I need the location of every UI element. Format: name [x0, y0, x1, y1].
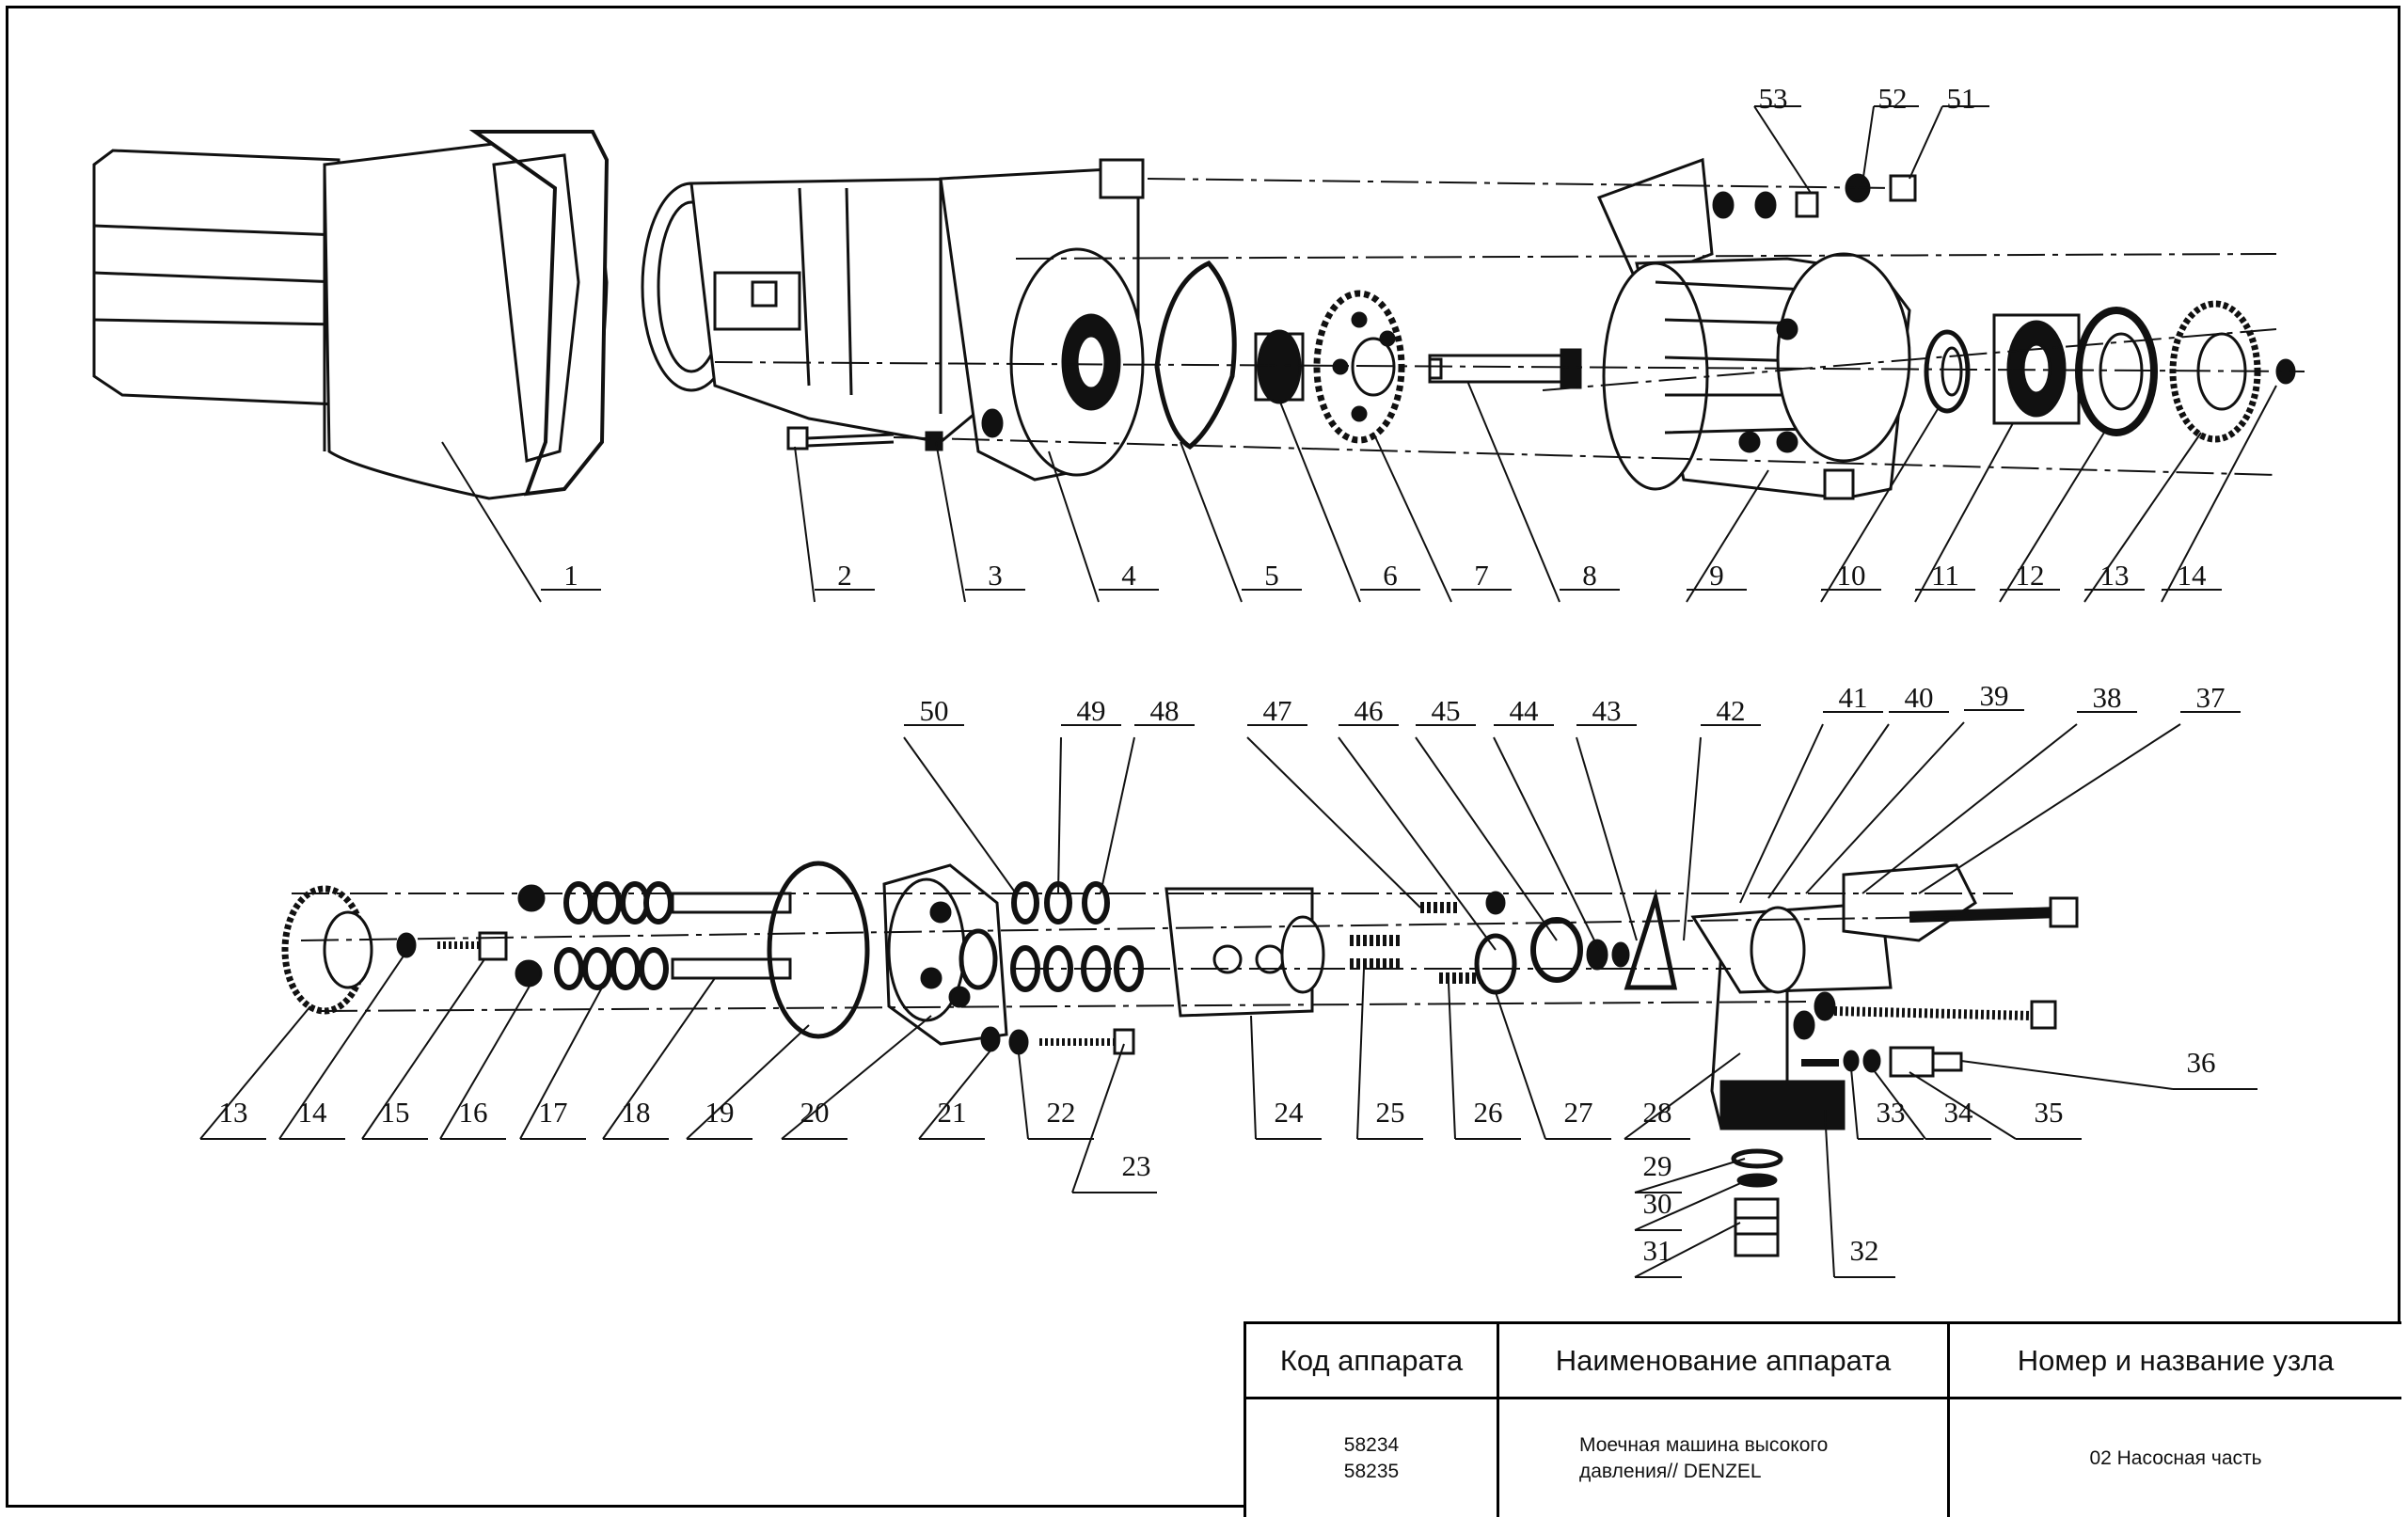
header-name: Наименование аппарата — [1497, 1324, 1950, 1399]
callout-4: 4 — [1121, 559, 1136, 592]
callout-5: 5 — [1264, 559, 1279, 592]
callout-41: 41 — [1839, 681, 1868, 714]
callout-11: 11 — [1931, 559, 1959, 592]
callout-8: 8 — [1582, 559, 1597, 592]
part-20-cylinder-head — [882, 863, 1008, 1046]
callout-45: 45 — [1432, 694, 1461, 727]
part-29-31-outlet — [1731, 1148, 1783, 1257]
callout-47: 47 — [1263, 694, 1292, 727]
title-block: Код аппарата Наименование аппарата Номер… — [1244, 1321, 2401, 1517]
callout-25: 25 — [1376, 1096, 1405, 1129]
unit-value: 02 Насосная часть — [2089, 1446, 2262, 1469]
part-33-36-fitting — [1801, 1046, 1963, 1078]
callout-10: 10 — [1837, 559, 1866, 592]
callout-40: 40 — [1905, 681, 1934, 714]
parts-drawing — [92, 130, 2305, 1257]
part-19-oring — [767, 861, 870, 1039]
callout-31: 31 — [1643, 1234, 1672, 1267]
callout-1: 1 — [563, 559, 578, 592]
callout-13: 13 — [219, 1096, 248, 1129]
callout-33: 33 — [1877, 1096, 1906, 1129]
part-12-seal — [2075, 307, 2158, 436]
callout-22: 22 — [1047, 1096, 1076, 1129]
part-14-nut-row2 — [396, 932, 417, 958]
part-5-oring — [1154, 260, 1237, 450]
callout-38: 38 — [2093, 681, 2122, 714]
part-10-seal — [1924, 329, 1971, 414]
part-3-bolt — [925, 408, 1004, 451]
callout-46: 46 — [1354, 694, 1384, 727]
callout-19: 19 — [705, 1096, 735, 1129]
callout-14: 14 — [2178, 559, 2208, 592]
callout-26: 26 — [1474, 1096, 1503, 1129]
callout-43: 43 — [1592, 694, 1622, 727]
callout-29: 29 — [1643, 1149, 1672, 1182]
device-name-line-1: Моечная машина высокого — [1579, 1433, 1829, 1456]
callout-44: 44 — [1510, 694, 1540, 727]
part-13-cam-row2 — [281, 885, 373, 1015]
part-8-shaft — [1428, 348, 1582, 389]
device-code: 58234 58235 — [1246, 1398, 1499, 1517]
callout-6: 6 — [1383, 559, 1398, 592]
callout-30: 30 — [1643, 1187, 1672, 1220]
leader-lines — [199, 105, 2277, 1278]
callout-21: 21 — [938, 1096, 967, 1129]
callout-18: 18 — [622, 1096, 651, 1129]
callout-51: 51 — [1947, 82, 1976, 115]
part-28-valve-body — [1690, 863, 2079, 1130]
callout-35: 35 — [2035, 1096, 2064, 1129]
callout-16: 16 — [459, 1096, 488, 1129]
callout-48: 48 — [1150, 694, 1180, 727]
device-name: Моечная машина высокого давления// DENZE… — [1497, 1398, 1950, 1517]
callout-23: 23 — [1122, 1149, 1151, 1182]
callout-42: 42 — [1717, 694, 1746, 727]
callout-17: 17 — [539, 1096, 568, 1129]
device-code-1: 58234 — [1343, 1433, 1400, 1456]
part-1-housing — [92, 130, 610, 500]
part-4-motor-assembly — [641, 158, 1145, 482]
part-6-bearing — [1254, 329, 1305, 404]
part-16-washers — [515, 884, 546, 988]
part-9-pump-housing — [1596, 157, 1911, 500]
header-code: Код аппарата — [1246, 1324, 1499, 1399]
device-name-line-2: давления// DENZEL — [1579, 1460, 1762, 1482]
callout-27: 27 — [1564, 1096, 1593, 1129]
callout-12: 12 — [2016, 559, 2045, 592]
callout-39: 39 — [1980, 679, 2009, 712]
callout-52: 52 — [1878, 82, 1908, 115]
callout-9: 9 — [1709, 559, 1724, 592]
callout-13: 13 — [2100, 559, 2130, 592]
callout-53: 53 — [1759, 82, 1788, 115]
callout-28: 28 — [1643, 1096, 1672, 1129]
part-25-27-springs — [1350, 891, 1517, 995]
callout-20: 20 — [800, 1096, 830, 1129]
callout-24: 24 — [1275, 1096, 1305, 1129]
callout-49: 49 — [1077, 694, 1106, 727]
callout-34: 34 — [1944, 1096, 1974, 1129]
part-42-43-clip — [1624, 889, 1678, 990]
drawing-frame — [6, 6, 2400, 1508]
callout-36: 36 — [2187, 1046, 2216, 1079]
part-44-46-seals — [1530, 917, 1630, 983]
part-23-bolt — [1039, 1028, 1135, 1055]
part-2-bolt — [786, 426, 895, 450]
header-unit: Номер и название узла — [1948, 1324, 2401, 1399]
callout-50: 50 — [920, 694, 949, 727]
part-51-53-small — [1712, 173, 1917, 219]
callout-37: 37 — [2196, 681, 2226, 714]
callout-14: 14 — [298, 1096, 328, 1129]
device-code-2: 58235 — [1343, 1460, 1400, 1482]
part-21-22-valves — [980, 881, 1144, 1055]
part-24-manifold — [1164, 887, 1325, 1018]
callout-15: 15 — [381, 1096, 410, 1129]
callout-7: 7 — [1474, 559, 1489, 592]
callout-3: 3 — [988, 559, 1003, 592]
callout-32: 32 — [1850, 1234, 1879, 1267]
callout-2: 2 — [837, 559, 852, 592]
